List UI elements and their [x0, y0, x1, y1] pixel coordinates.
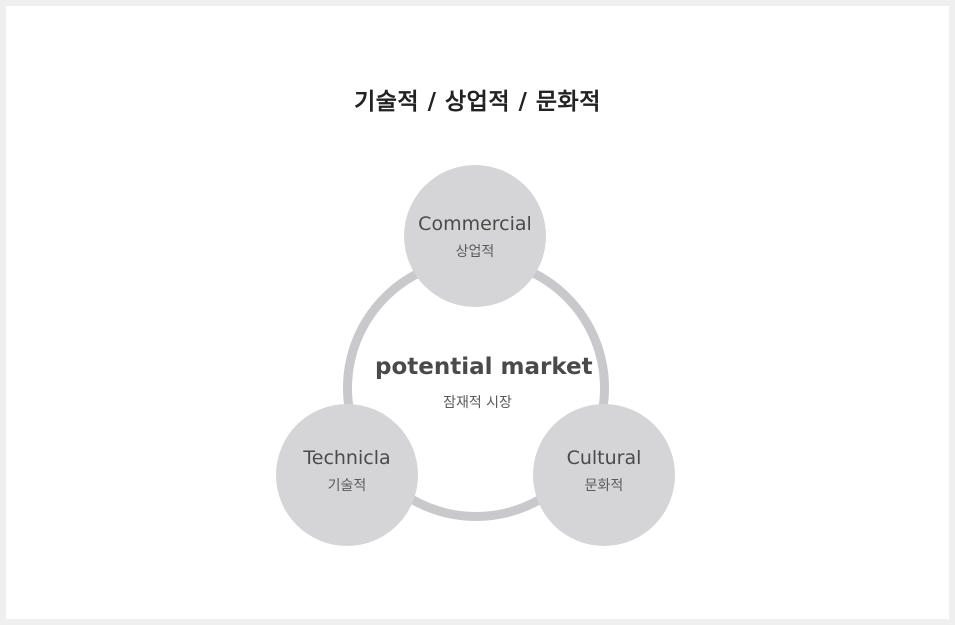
- node-commercial-label: Commercial: [418, 213, 532, 235]
- diagram-title: 기술적 / 상업적 / 문화적: [354, 89, 601, 115]
- center-sublabel: 잠재적 시장: [443, 395, 512, 411]
- node-commercial: Commercial 상업적: [404, 165, 546, 307]
- node-cultural-label: Cultural: [566, 447, 642, 469]
- node-technical: Technicla 기술적: [276, 404, 418, 546]
- node-technical-sublabel: 기술적: [327, 478, 367, 494]
- node-cultural: Cultural 문화적: [533, 404, 675, 546]
- node-commercial-sublabel: 상업적: [455, 244, 495, 260]
- node-cultural-sublabel: 문화적: [584, 478, 624, 494]
- center-label: potential market: [375, 354, 593, 380]
- center-label-group: potential market 잠재적 시장: [375, 354, 593, 412]
- node-technical-label: Technicla: [303, 447, 391, 469]
